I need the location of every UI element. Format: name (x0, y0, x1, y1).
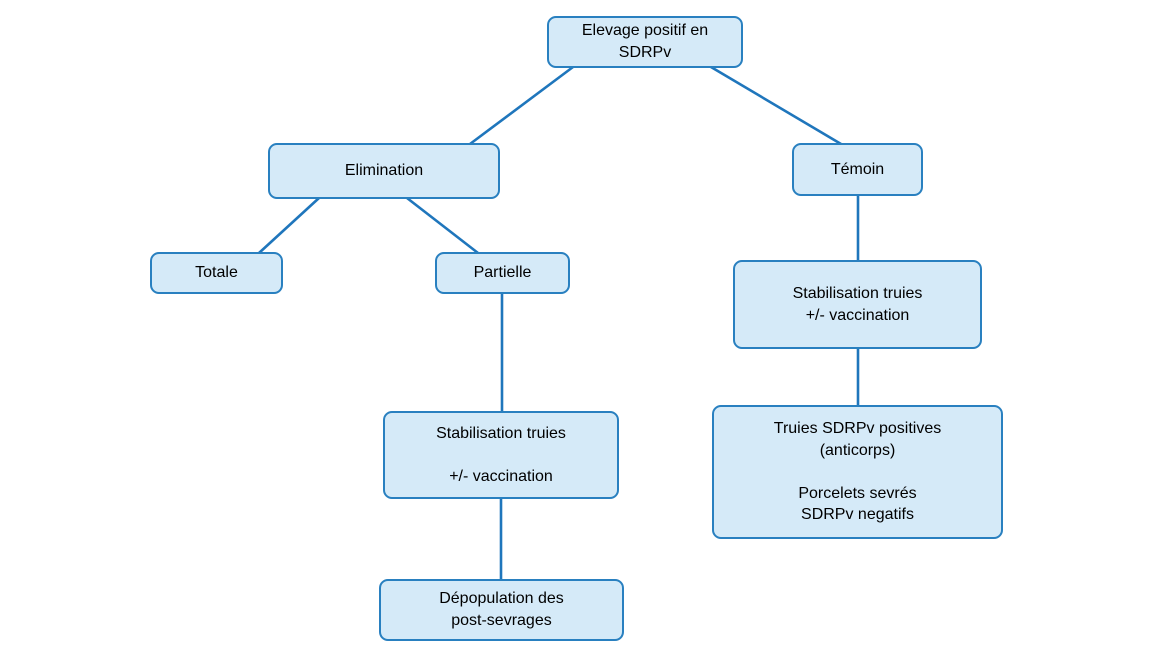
edge-root-temoin (709, 65, 843, 146)
node-depopulation-post-sevrages: Dépopulation des post-sevrages (379, 579, 624, 641)
node-totale: Totale (150, 252, 283, 294)
node-stabilisation-truies-right: Stabilisation truies +/- vaccination (733, 260, 982, 349)
node-stabilisation-truies-left: Stabilisation truies +/- vaccination (383, 411, 619, 499)
node-partielle: Partielle (435, 252, 570, 294)
node-truies-sdrpv-positives: Truies SDRPv positives (anticorps) Porce… (712, 405, 1003, 539)
node-temoin: Témoin (792, 143, 923, 196)
node-elevage-positif-sdrpv: Elevage positif en SDRPv (547, 16, 743, 68)
edge-elimination-totale (257, 196, 321, 255)
edge-root-elimination (468, 65, 575, 146)
edge-elimination-partielle (405, 196, 480, 255)
node-elimination: Elimination (268, 143, 500, 199)
